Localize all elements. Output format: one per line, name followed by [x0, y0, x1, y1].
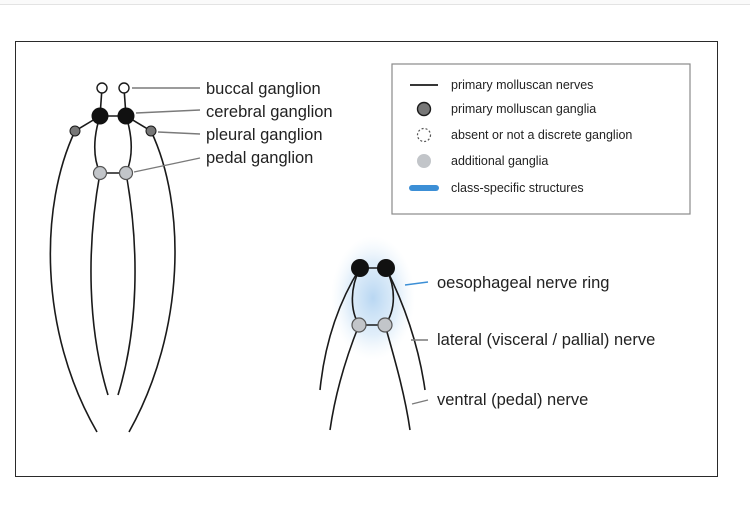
cerebral-ganglion-left	[91, 107, 109, 125]
cerebral-ganglion-right	[117, 107, 135, 125]
legend-primary-ganglion-swatch	[416, 101, 432, 117]
label-cerebral-ganglion: cerebral ganglion	[206, 103, 333, 121]
pleural-ganglion-left	[69, 125, 81, 137]
cerebropedal-left	[93, 115, 101, 174]
legend-label-nerves: primary molluscan nerves	[451, 78, 593, 92]
legend-label-absent: absent or not a discrete ganglion	[451, 128, 632, 142]
lower-ganglion-left	[351, 317, 367, 333]
legend-box	[391, 63, 691, 215]
legend-label-additional: additional ganglia	[451, 154, 548, 168]
leader-ring	[404, 281, 429, 286]
ring-ganglion-right	[377, 259, 395, 277]
leader-pleural	[157, 131, 201, 135]
lateral-nerve-right	[385, 267, 426, 391]
ventral-nerve-left	[329, 324, 360, 431]
pedal-ganglion-right	[118, 165, 134, 181]
pleural-ganglion-right	[145, 125, 157, 137]
lower-ganglion-right	[377, 317, 393, 333]
legend: primary molluscan nerves primary mollusc…	[391, 63, 691, 215]
buccal-ganglion-left	[96, 82, 108, 94]
legend-label-class-specific: class-specific structures	[451, 181, 584, 195]
generalized-mollusc-schema	[49, 87, 176, 433]
buccal-ganglion-right	[118, 82, 130, 94]
lateral-nerve-left	[319, 267, 361, 391]
pedal-ganglion-left	[92, 165, 108, 181]
leader-ventral	[411, 399, 429, 405]
class-specific-schema	[319, 236, 426, 431]
ventral-nerve-right	[384, 324, 411, 431]
label-pedal-ganglion: pedal ganglion	[206, 149, 313, 167]
outer-nerve-left	[49, 130, 98, 433]
leader-pedal	[133, 157, 201, 173]
legend-absent-swatch	[416, 127, 432, 143]
ring-ganglion-left	[351, 259, 369, 277]
pedal-cord-left	[90, 172, 109, 396]
legend-additional-swatch	[417, 154, 431, 168]
label-ventral-nerve: ventral (pedal) nerve	[437, 391, 588, 409]
label-pleural-ganglion: pleural ganglion	[206, 126, 323, 144]
legend-label-ganglia: primary molluscan ganglia	[451, 102, 596, 116]
label-lateral-nerve: lateral (visceral / pallial) nerve	[437, 331, 655, 349]
leader-cerebral	[135, 109, 201, 114]
label-buccal-ganglion: buccal ganglion	[206, 80, 321, 98]
top-strip	[0, 0, 750, 5]
outer-nerve-right	[128, 130, 176, 433]
cerebropedal-right	[125, 115, 133, 174]
label-oesophageal-nerve-ring: oesophageal nerve ring	[437, 274, 609, 292]
pedal-cord-right	[117, 172, 136, 396]
